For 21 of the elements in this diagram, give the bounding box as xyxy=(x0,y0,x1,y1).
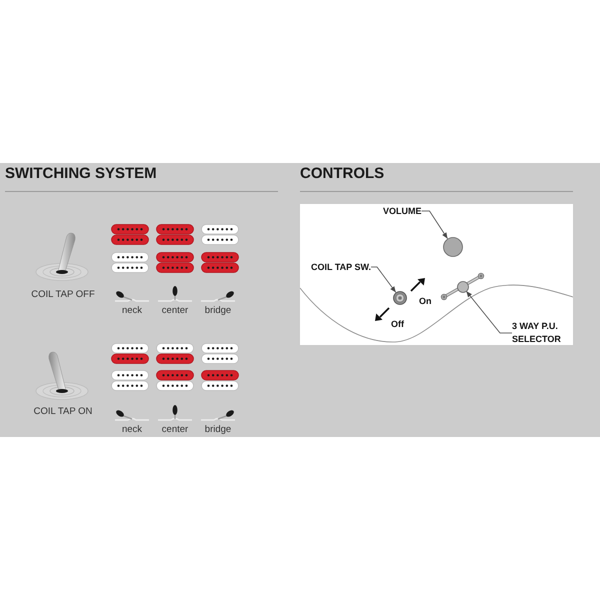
position-label: neck xyxy=(122,305,142,316)
callout-label: VOLUME xyxy=(383,205,422,217)
leader-line xyxy=(466,290,512,334)
direction-label: On xyxy=(419,295,432,307)
section-heading: SWITCHING SYSTEM xyxy=(5,165,157,183)
leader-line xyxy=(421,210,448,240)
callout-label: COIL TAP SW. xyxy=(311,261,372,273)
position-label: bridge xyxy=(204,305,232,316)
section-heading: CONTROLS xyxy=(300,165,384,183)
switch-state-label: COIL TAP OFF xyxy=(31,289,95,300)
position-label: neck xyxy=(122,424,142,435)
coil-tap-switch xyxy=(393,291,407,305)
selector-knob xyxy=(456,280,468,292)
direction-label: Off xyxy=(391,318,404,330)
callout-label: 3 WAY P.U. SELECTOR xyxy=(512,320,568,346)
leader-line xyxy=(370,266,396,293)
volume-knob xyxy=(443,237,463,257)
position-label: center xyxy=(162,305,188,316)
position-label: bridge xyxy=(204,424,232,435)
position-label: center xyxy=(162,424,188,435)
switch-state-label: COIL TAP ON xyxy=(34,406,92,417)
